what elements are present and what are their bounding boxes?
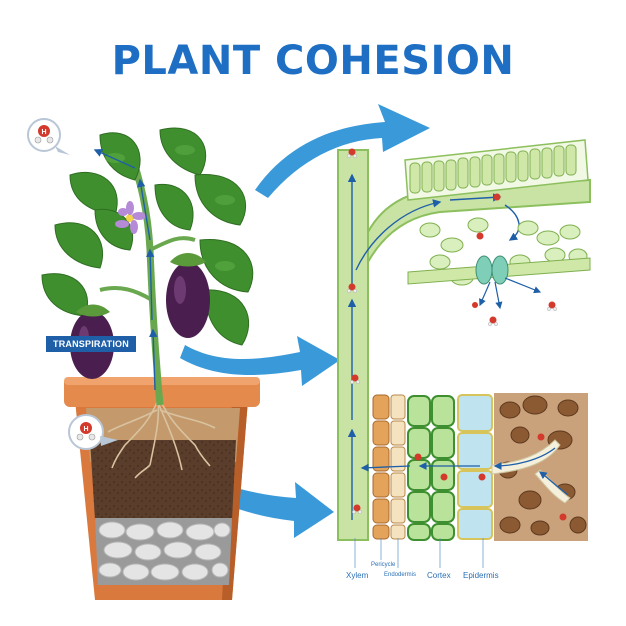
label-leaders: [354, 538, 484, 568]
water-flow-root: [360, 447, 569, 496]
xylem-label: Xylem: [346, 571, 369, 580]
epidermis-cells: [457, 394, 493, 540]
cortex-cells: [407, 395, 455, 541]
stomata: [475, 255, 509, 285]
water-flow-stem: [93, 149, 158, 391]
epidermis-label: Epidermis: [463, 571, 499, 580]
water-vapor-out: [479, 277, 542, 310]
eggplant-plant: [41, 127, 254, 406]
endodermis-cells: [390, 394, 406, 540]
pericycle-cells: [372, 394, 390, 540]
cortex-label: Cortex: [427, 571, 451, 580]
root-cross-section: [354, 393, 588, 568]
pericycle-label: Pericycle: [371, 562, 396, 568]
water-flow-xylem: [347, 173, 520, 520]
arrow-leaf-to-leaf-section: [255, 104, 430, 198]
leaf-cross-section: [404, 139, 591, 310]
molecule-letter: H: [83, 426, 88, 433]
endodermis-label: Endodermis: [384, 572, 417, 578]
page-title: PLANT COHESION: [111, 38, 515, 84]
molecule-letter: H: [41, 129, 46, 136]
roots: [107, 399, 216, 479]
transpiration-label: TRANSPIRATION: [46, 336, 136, 352]
leaf: [54, 222, 104, 269]
leaf: [204, 289, 250, 346]
eggplant-fruit: [166, 253, 210, 338]
water-molecule-bubble: [27, 118, 70, 155]
water-molecule-bubble: [68, 414, 118, 450]
palisade-cells: [409, 144, 577, 194]
water-molecules: [27, 118, 567, 521]
leaf: [94, 208, 133, 251]
arrow-stem-to-xylem: [180, 336, 340, 386]
flower-pot: [64, 377, 260, 600]
soil-layer: [90, 440, 236, 520]
leaf: [154, 183, 194, 231]
eggplant-flower: [115, 201, 146, 234]
leaf: [69, 171, 118, 216]
